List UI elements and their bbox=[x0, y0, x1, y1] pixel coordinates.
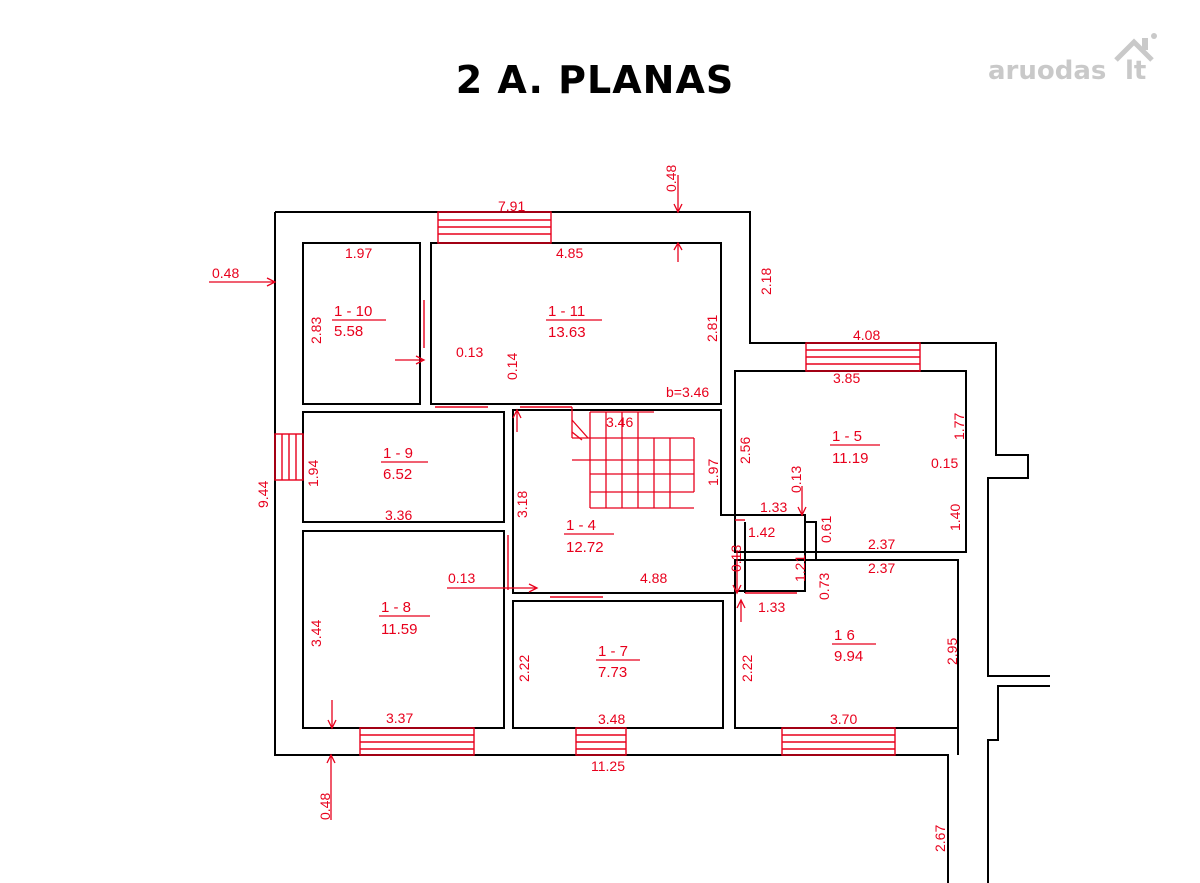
dim-label: 0.15 bbox=[931, 455, 958, 471]
stairs bbox=[571, 407, 695, 509]
windows bbox=[274, 211, 921, 756]
svg-text:1 - 11: 1 - 11 bbox=[548, 303, 585, 320]
svg-text:9.94: 9.94 bbox=[834, 648, 863, 665]
door-openings bbox=[423, 300, 797, 598]
dim-label: 2.81 bbox=[704, 315, 720, 342]
dim-label: 2.95 bbox=[944, 638, 960, 665]
dim-label: 0.73 bbox=[816, 573, 832, 600]
room-1-10-walls bbox=[302, 242, 421, 405]
dim-label: 2.83 bbox=[308, 317, 324, 344]
room-1-11-walls bbox=[430, 242, 722, 405]
dim-label: 1.97 bbox=[705, 459, 721, 486]
dim-label: 0.48 bbox=[317, 793, 333, 820]
room-labels: 1 - 10 5.58 1 - 11 13.63 1 - 9 6.52 1 - 4 12… bbox=[332, 303, 880, 681]
dim-label: 4.08 bbox=[853, 327, 880, 343]
dim-label: 1.33 bbox=[760, 499, 787, 515]
dim-label: 3.70 bbox=[830, 711, 857, 727]
svg-text:6.52: 6.52 bbox=[383, 466, 412, 483]
room-1-4-walls bbox=[512, 409, 806, 594]
watermark-suffix: lt bbox=[1125, 56, 1147, 86]
dimension-values: 7.91 0.48 1.97 4.85 2.18 0.48 2.83 2.81 … bbox=[212, 165, 967, 852]
dim-label: 3.46 bbox=[606, 414, 633, 430]
room-label-1-6: 1 6 9.94 bbox=[832, 627, 876, 665]
dim-label: 2.37 bbox=[868, 536, 895, 552]
dim-label: 4.85 bbox=[556, 245, 583, 261]
window-top-1 bbox=[437, 211, 552, 244]
room-label-1-11: 1 - 11 13.63 bbox=[546, 303, 602, 341]
room-label-1-7: 1 - 7 7.73 bbox=[596, 643, 640, 681]
plan-title: 2 A. PLANAS bbox=[455, 58, 735, 102]
window-top-2 bbox=[805, 342, 921, 372]
dim-label: 0.13 bbox=[448, 570, 475, 586]
watermark-text: aruodas bbox=[988, 56, 1107, 86]
svg-text:5.58: 5.58 bbox=[334, 323, 363, 340]
dim-label: 2.22 bbox=[739, 655, 755, 682]
svg-text:1 - 9: 1 - 9 bbox=[383, 445, 413, 462]
room-label-1-5: 1 - 5 11.19 bbox=[830, 428, 880, 467]
dim-label: 1.97 bbox=[345, 245, 372, 261]
dim-label: 2.18 bbox=[758, 268, 774, 295]
dim-label: 2.67 bbox=[932, 825, 948, 852]
dim-label: 0.48 bbox=[663, 165, 679, 192]
dim-label: 0.48 bbox=[212, 265, 239, 281]
dim-label: 1.94 bbox=[305, 460, 321, 487]
dim-label: 3.85 bbox=[833, 370, 860, 386]
window-bottom-1 bbox=[359, 727, 475, 756]
dim-label: 2.37 bbox=[868, 560, 895, 576]
room-label-1-9: 1 - 9 6.52 bbox=[381, 445, 428, 483]
window-bottom-2 bbox=[575, 727, 627, 756]
dim-label: 4.88 bbox=[640, 570, 667, 586]
window-left bbox=[274, 433, 304, 481]
dim-label: 0.61 bbox=[818, 516, 834, 543]
dim-label: 0.13 bbox=[728, 545, 744, 572]
svg-text:1 - 10: 1 - 10 bbox=[334, 303, 372, 320]
svg-text:7.73: 7.73 bbox=[598, 664, 627, 681]
dim-label: 9.44 bbox=[255, 481, 271, 508]
svg-text:1 - 5: 1 - 5 bbox=[832, 428, 862, 445]
dim-label: 1.77 bbox=[951, 413, 967, 440]
house-icon bbox=[1114, 33, 1157, 62]
dim-label: 0.14 bbox=[504, 353, 520, 380]
room-label-1-8: 1 - 8 11.59 bbox=[379, 599, 430, 638]
dim-label: 1.33 bbox=[758, 599, 785, 615]
dim-label: 2.56 bbox=[737, 437, 753, 464]
outer-walls bbox=[274, 211, 1050, 883]
dim-label: 0.13 bbox=[456, 344, 483, 360]
svg-text:1 - 8: 1 - 8 bbox=[381, 599, 411, 616]
room-label-1-4: 1 - 4 12.72 bbox=[564, 517, 614, 556]
svg-text:12.72: 12.72 bbox=[566, 539, 604, 556]
dim-label: 3.36 bbox=[385, 507, 412, 523]
svg-text:1 - 7: 1 - 7 bbox=[598, 643, 628, 660]
watermark-logo: aruodas lt bbox=[988, 33, 1168, 96]
dim-label: 2.22 bbox=[516, 655, 532, 682]
wc-walls bbox=[744, 521, 817, 593]
svg-text:11.59: 11.59 bbox=[381, 621, 417, 638]
room-walls bbox=[302, 242, 967, 729]
svg-text:1 6: 1 6 bbox=[834, 627, 855, 644]
dimension-lines bbox=[209, 175, 807, 820]
dim-label: 11.25 bbox=[591, 758, 625, 774]
svg-text:13.63: 13.63 bbox=[548, 324, 586, 341]
dim-label: 3.37 bbox=[386, 710, 413, 726]
svg-text:1 - 4: 1 - 4 bbox=[566, 517, 596, 534]
dim-label: 1.21 bbox=[792, 555, 808, 582]
svg-text:11.19: 11.19 bbox=[832, 450, 868, 467]
dim-label: 3.44 bbox=[308, 620, 324, 647]
window-bottom-3 bbox=[781, 727, 896, 756]
dim-label: b=3.46 bbox=[666, 384, 709, 400]
dim-label: 3.18 bbox=[514, 491, 530, 518]
dim-label: 1.42 bbox=[748, 524, 775, 540]
dim-label: 7.91 bbox=[498, 198, 525, 214]
dim-label: 3.48 bbox=[598, 711, 625, 727]
room-label-1-10: 1 - 10 5.58 bbox=[332, 303, 386, 340]
dim-label: 0.13 bbox=[788, 466, 804, 493]
dim-label: 1.40 bbox=[947, 504, 963, 531]
